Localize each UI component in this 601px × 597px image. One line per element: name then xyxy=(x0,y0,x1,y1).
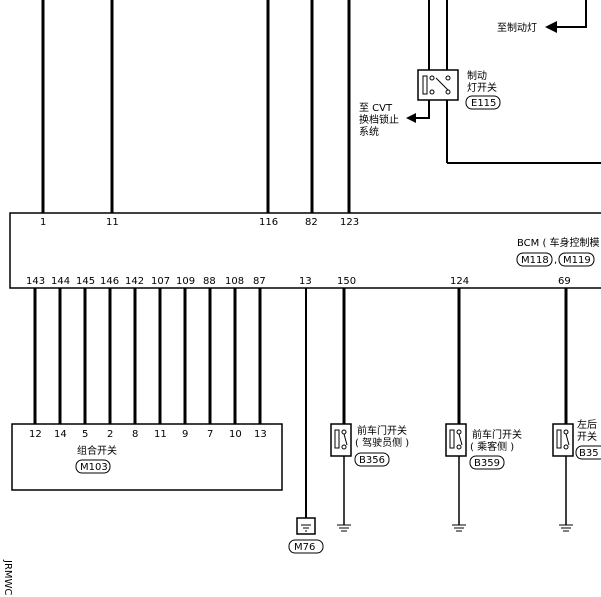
pin-label: 88 xyxy=(203,276,216,287)
cvt-label-2: 换档锁止 xyxy=(359,113,399,126)
bcm-title: BCM ( 车身控制模 xyxy=(517,236,600,249)
pin-label: 87 xyxy=(253,276,266,287)
cvt-label-3: 系统 xyxy=(359,125,379,138)
front-door-driver-conn: B356 xyxy=(359,455,385,466)
pin-label: 1 xyxy=(40,217,46,228)
pin-label: 144 xyxy=(51,276,70,287)
combo-switch-box xyxy=(11,423,283,491)
pin-label: 107 xyxy=(151,276,170,287)
rear-left-conn: B35 xyxy=(579,448,599,459)
pin-label: 82 xyxy=(305,217,318,228)
front-door-pass-conn-badge xyxy=(469,455,505,470)
combo-switch-pins: 12 14 5 2 8 11 9 7 10 13 xyxy=(29,429,267,440)
pin-label: 146 xyxy=(100,276,119,287)
rear-left-conn-badge xyxy=(575,445,601,460)
pin-label: 124 xyxy=(450,276,469,287)
combo-switch-label: 组合开关 xyxy=(77,444,117,457)
pin-label: 108 xyxy=(225,276,244,287)
pin-label: 69 xyxy=(558,276,571,287)
brake-switch xyxy=(417,69,459,101)
brake-switch-wiring xyxy=(414,0,601,164)
pin-label: 12 xyxy=(29,429,42,440)
brake-switch-conn: E115 xyxy=(471,98,496,109)
pin-label: 11 xyxy=(106,217,119,228)
brake-switch-conn-badge xyxy=(465,95,501,110)
pin-label: 13 xyxy=(299,276,312,287)
brake-lamp-wire xyxy=(556,0,587,28)
pin-label: 7 xyxy=(207,429,213,440)
arrow-cvt xyxy=(406,113,416,123)
bcm-conn-sep: , xyxy=(554,255,557,266)
cvt-label-1: 至 CVT xyxy=(359,102,393,114)
pin-label: 13 xyxy=(254,429,267,440)
combo-conn-badge xyxy=(75,459,111,474)
bcm-box xyxy=(9,212,601,289)
pin-label: 11 xyxy=(154,429,167,440)
front-door-driver-conn-badge xyxy=(354,452,390,467)
front-door-pass-conn: B359 xyxy=(474,458,500,469)
ground-symbol xyxy=(452,524,466,532)
pin-label: 116 xyxy=(259,217,278,228)
pin-label: 143 xyxy=(26,276,45,287)
brake-lamp-label: 至制动灯 xyxy=(497,21,537,34)
pin-label: 123 xyxy=(340,217,359,228)
ground-symbol xyxy=(559,524,573,532)
front-door-driver-switch xyxy=(330,423,352,457)
pin-label: 10 xyxy=(229,429,242,440)
bcm-conn2: M119 xyxy=(563,255,591,266)
pin-label: 5 xyxy=(82,429,88,440)
bcm-top-pins: 1 11 116 82 123 xyxy=(40,217,359,228)
front-door-pass-switch xyxy=(445,423,467,457)
front-door-pass-label-2: ( 乘客侧 ) xyxy=(470,440,514,453)
pin-label: 142 xyxy=(125,276,144,287)
ground-conn: M76 xyxy=(294,542,315,553)
brake-switch-label-1: 制动 xyxy=(467,69,487,82)
combo-conn: M103 xyxy=(80,462,108,473)
ground-symbol xyxy=(337,524,351,532)
side-code: JRMWC xyxy=(2,559,13,595)
pin-label: 14 xyxy=(54,429,67,440)
rear-left-label-1: 左后 xyxy=(577,418,597,431)
pin-label: 150 xyxy=(337,276,356,287)
ground-conn-badge xyxy=(288,539,324,554)
pin-label: 8 xyxy=(132,429,138,440)
bcm-conn1-badge xyxy=(516,252,553,267)
front-door-driver-label-1: 前车门开关 xyxy=(357,424,407,437)
bcm-conn1: M118 xyxy=(521,255,549,266)
brake-switch-label-2: 灯开关 xyxy=(467,81,497,94)
rear-left-label-2: 开关 xyxy=(577,430,597,443)
ground-symbol xyxy=(296,517,316,535)
pin-label: 109 xyxy=(176,276,195,287)
front-door-pass-label-1: 前车门开关 xyxy=(472,428,522,441)
pin-label: 9 xyxy=(182,429,188,440)
front-door-driver-label-2: ( 驾驶员侧 ) xyxy=(355,436,409,449)
pin-label: 2 xyxy=(107,429,113,440)
top-wires xyxy=(41,0,351,213)
bcm-conn2-badge xyxy=(558,252,595,267)
rear-left-switch xyxy=(552,423,574,457)
arrow-brake-lamp xyxy=(545,21,557,33)
combo-wires xyxy=(33,288,262,424)
pin-label: 145 xyxy=(76,276,95,287)
bcm-bottom-pins: 143 144 145 146 142 107 109 88 108 87 13… xyxy=(26,276,571,287)
